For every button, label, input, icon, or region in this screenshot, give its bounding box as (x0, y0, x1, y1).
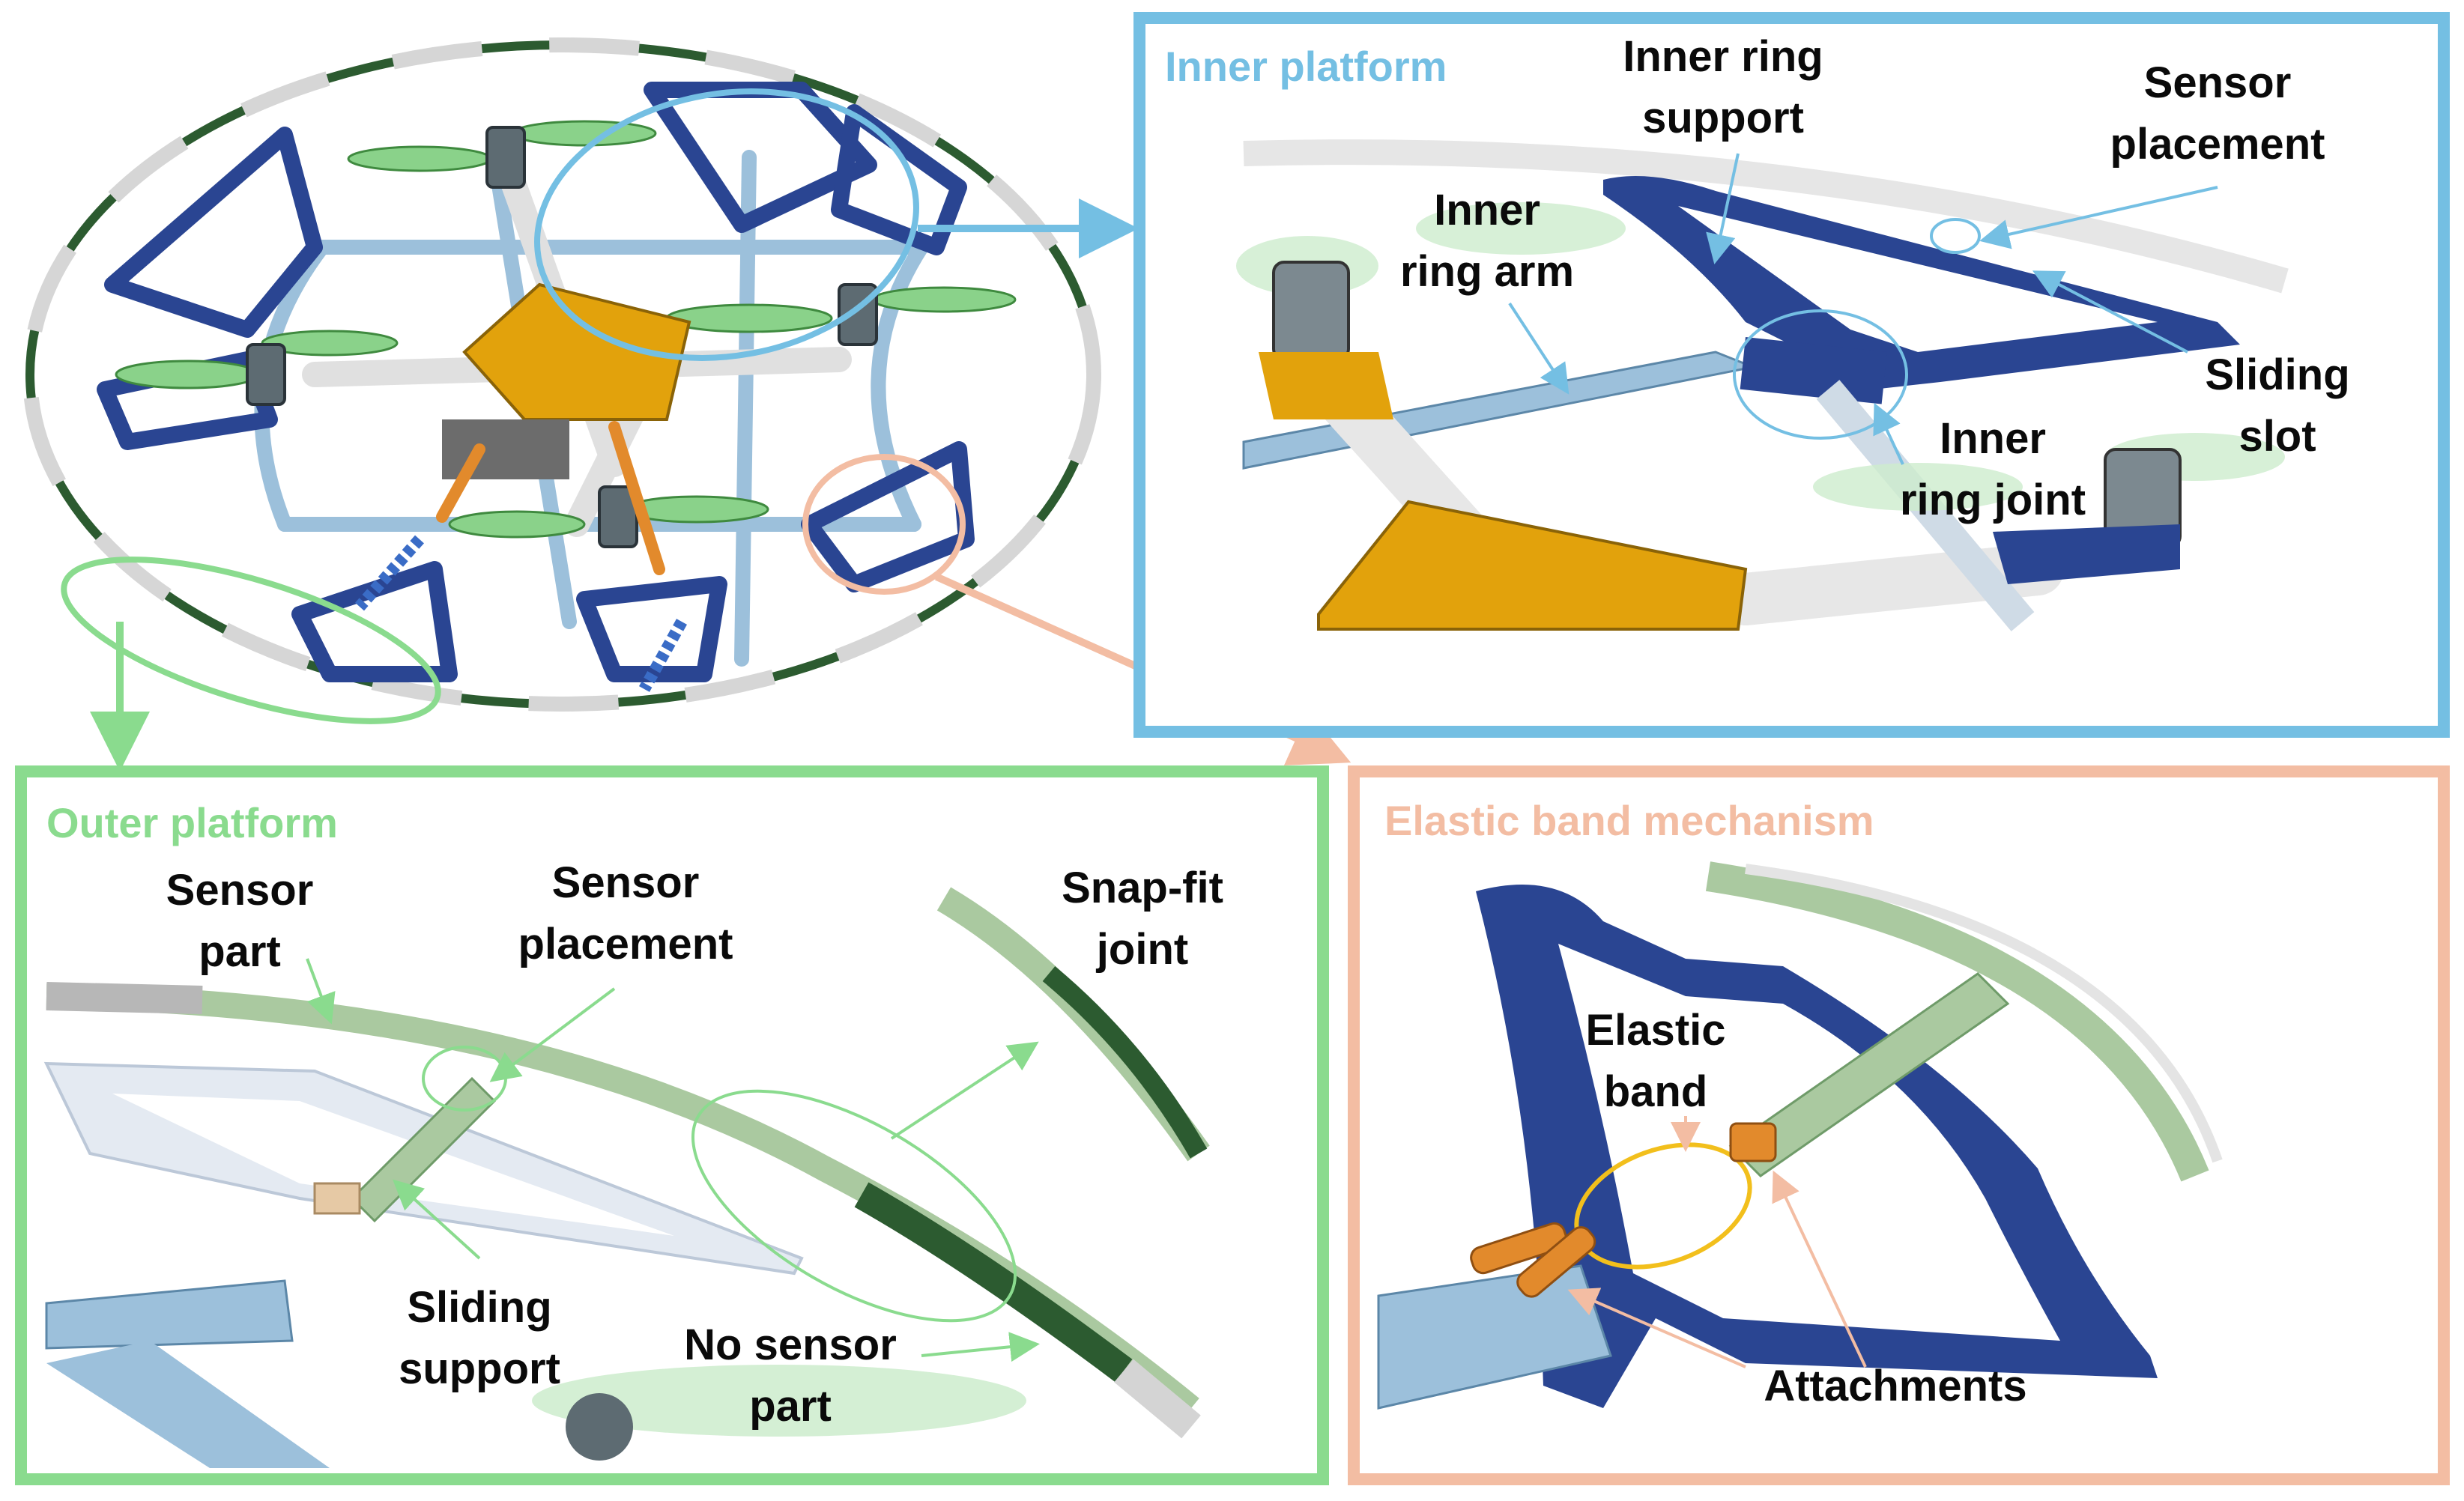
inner-central-body (1317, 500, 1748, 631)
outer-ring-grey-segment (46, 982, 203, 1014)
elastic-panel-title: Elastic band mechanism (1384, 797, 1874, 844)
label-snap-fit-joint-line2: joint (1096, 925, 1188, 974)
elastic-highlight-ellipse (802, 454, 966, 595)
label-sensor-part-line2: part (199, 927, 281, 976)
label-no-sensor-part-line1: No sensor (684, 1320, 897, 1369)
label-outer-sensor-placement-line2: placement (518, 920, 733, 968)
attachment-clips (1470, 1122, 1777, 1298)
label-attachments: Attachments (1764, 1362, 2026, 1410)
landing-legs (436, 421, 665, 575)
outer-ring-dark-segment (854, 1182, 1133, 1383)
label-elastic-band-line1: Elastic (1586, 1006, 1726, 1055)
inner-motor-mount-right (1993, 524, 2180, 584)
label-sensor-part-line1: Sensor (166, 866, 314, 915)
inner-joint-circle (1733, 309, 1908, 440)
elastic-sliding-bar (1728, 972, 2010, 1177)
label-inner-sensor-placement-line1: Sensor (2144, 58, 2292, 107)
outer-ring-end-segment (1114, 1359, 1201, 1439)
label-inner-ring-joint-line1: Inner (1940, 414, 2046, 463)
propellers (115, 120, 1017, 539)
label-inner-ring-support-line1: Inner ring (1623, 32, 1823, 81)
inner-panel-title: Inner platform (1165, 43, 1447, 90)
snap-fit-arc-dark (1042, 966, 1208, 1159)
label-sliding-slot-line2: slot (2239, 412, 2316, 461)
outer-lower-arm (46, 1341, 330, 1468)
label-sliding-slot-line1: Sliding (2205, 351, 2349, 399)
label-inner-ring-arm: Inner ring arm (1400, 186, 1574, 296)
inner-joint-block (1740, 336, 1887, 404)
label-no-sensor-part: No sensor part (684, 1320, 897, 1431)
inner-highlight-ellipse (534, 88, 919, 361)
inner-motor-mount-left (1259, 352, 1393, 419)
label-inner-ring-arm-line1: Inner (1434, 186, 1540, 234)
label-elastic-band-line2: band (1604, 1067, 1708, 1116)
label-inner-sensor-placement-line2: placement (2110, 120, 2325, 169)
elastic-outer-ring (1705, 861, 2209, 1182)
label-inner-sensor-placement: Sensor placement (2110, 58, 2325, 169)
outer-panel-title: Outer platform (46, 799, 338, 846)
label-snap-fit-joint: Snap-fit joint (1062, 864, 1223, 974)
label-no-sensor-part-line2: part (749, 1382, 832, 1431)
elastic-leaders (1567, 1116, 1867, 1368)
inner-leaders (1508, 153, 2218, 465)
outer-joint-block (45, 1279, 294, 1350)
inner-sensor-circle (1930, 218, 1981, 254)
label-outer-sensor-placement-line1: Sensor (552, 858, 700, 907)
label-sliding-support-line1: Sliding (407, 1283, 551, 1332)
outer-platform-panel: Outer platform Sensor part Sensor placemen… (15, 765, 1329, 1485)
inner-faint-ring (1243, 139, 2289, 294)
outer-leaders (306, 958, 1040, 1362)
label-elastic-band: Elastic band (1586, 1006, 1726, 1116)
label-outer-sensor-placement: Sensor placement (518, 858, 733, 968)
label-inner-ring-support-line2: support (1642, 94, 1804, 142)
label-sensor-part: Sensor part (166, 866, 314, 976)
inner-motor-left (1272, 261, 1350, 361)
inner-prop-right-a (1813, 463, 2023, 511)
inner-prop-top (1416, 202, 1626, 255)
springs (355, 535, 687, 692)
outer-motor (566, 1393, 633, 1461)
label-inner-ring-support: Inner ring support (1623, 32, 1823, 142)
inner-ring-supports (97, 82, 975, 682)
label-sliding-slot: Sliding slot (2205, 351, 2349, 461)
outer-highlight-ellipse (61, 557, 441, 724)
label-sliding-support: Sliding support (399, 1283, 560, 1393)
sensor-block (313, 1182, 361, 1215)
label-snap-fit-joint-line1: Snap-fit (1062, 864, 1223, 912)
label-inner-ring-joint-line2: ring joint (1900, 476, 2086, 524)
label-inner-ring-arm-line2: ring arm (1400, 247, 1574, 296)
elastic-outer-ring-edge (1745, 864, 2223, 1163)
inner-ring-support-cutout (1678, 206, 2158, 352)
label-sliding-support-line2: support (399, 1344, 560, 1393)
outer-ring-segments (22, 37, 1101, 712)
drone-overview (22, 37, 1351, 771)
label-inner-ring-joint: Inner ring joint (1900, 414, 2086, 524)
elastic-band-panel: Elastic band mechanism Elastic band Attac… (1348, 765, 2450, 1485)
elastic-joint-block (1377, 1264, 1612, 1410)
central-body (462, 282, 691, 421)
outer-prop (532, 1365, 1026, 1437)
